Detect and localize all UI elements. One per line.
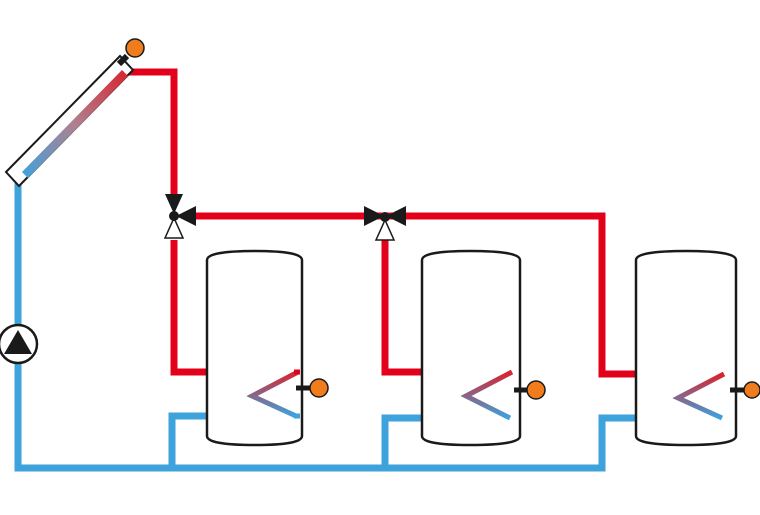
valve-1-right-icon — [176, 206, 196, 226]
cold-return-pipes — [14, 182, 727, 472]
tank-sensors — [296, 378, 760, 400]
valve-2-center-icon — [380, 212, 390, 222]
solar-collector — [4, 38, 145, 188]
storage-tank-3 — [634, 249, 738, 447]
collector-absorber — [22, 70, 128, 178]
three-way-valve-2 — [364, 206, 406, 241]
storage-tank-1 — [205, 249, 304, 447]
cold-main-line — [14, 182, 643, 472]
storage-tank-2 — [420, 249, 522, 447]
heat-exchanger-coils — [246, 369, 726, 421]
valve-1-center-icon — [169, 211, 179, 221]
hot-collector-outlet — [128, 68, 178, 200]
valve-1-top-icon — [165, 194, 183, 214]
valve-2-bottom-icon — [374, 218, 396, 241]
tank-2-sensor-icon — [526, 380, 546, 400]
valve-2-right-icon — [386, 206, 406, 226]
valve-2-left-icon — [364, 206, 384, 226]
tank-1-sensor-icon — [309, 378, 329, 398]
three-way-valve-1 — [163, 194, 196, 239]
tank-3-sensor-icon — [743, 381, 760, 399]
valve-1-bottom-icon — [163, 216, 185, 239]
coil-tank-3 — [672, 371, 726, 421]
coil-tank-1 — [246, 369, 300, 419]
coil-tank-2 — [460, 369, 514, 421]
pump-arrow — [4, 330, 32, 354]
collector-connector — [116, 53, 130, 67]
collector-frame — [4, 54, 135, 188]
collector-sensor-icon — [125, 38, 145, 58]
pump — [0, 323, 39, 365]
storage-tanks — [205, 249, 738, 447]
